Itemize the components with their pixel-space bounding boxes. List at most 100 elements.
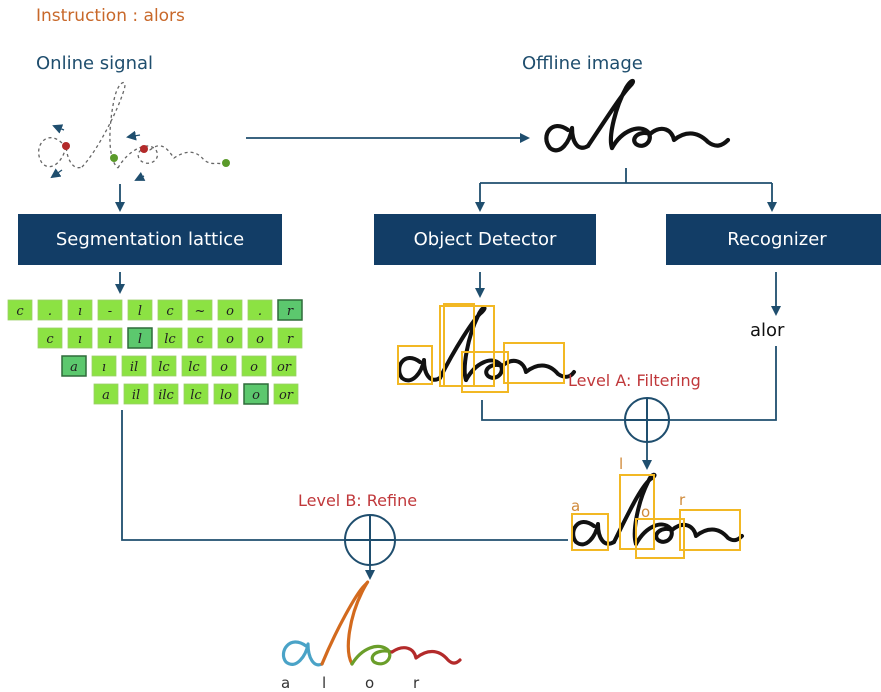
lattice-cell	[187, 299, 213, 321]
lattice-cell-glyph: .	[48, 304, 52, 319]
lattice-cell-glyph: r	[287, 304, 294, 319]
lattice-cell-glyph: ı	[78, 304, 82, 319]
plus-circle-icon	[624, 397, 670, 443]
lattice-cell	[181, 355, 207, 377]
detected-char-o: o	[641, 503, 651, 521]
output-char-o: o	[365, 674, 375, 692]
lattice-cell	[61, 355, 87, 377]
lattice-cell	[217, 299, 243, 321]
lattice-cell-glyph: .	[258, 304, 262, 319]
lattice-cell	[127, 299, 153, 321]
lattice-cell	[247, 327, 273, 349]
lattice-cell	[157, 299, 183, 321]
online-signal-points	[62, 142, 230, 167]
lattice-cell	[97, 327, 123, 349]
lattice-cell-glyph: c	[46, 332, 54, 347]
segmentation-lattice-box: Segmentation lattice	[18, 214, 282, 265]
lattice-cell	[123, 383, 149, 405]
lattice-cell-glyph: l	[138, 304, 142, 319]
lattice-cell	[91, 355, 117, 377]
lattice-cell-glyph: c	[196, 332, 204, 347]
recognizer-box: Recognizer	[666, 214, 881, 265]
lattice-cell	[247, 299, 273, 321]
lattice-cell	[213, 383, 239, 405]
lattice-cell-glyph: il	[132, 388, 140, 403]
lattice-cell	[127, 327, 153, 349]
lattice-cell	[67, 327, 93, 349]
filtered-bounding-boxes	[571, 474, 741, 559]
lattice-cell	[157, 327, 183, 349]
detected-char-l: l	[619, 455, 624, 473]
recognizer-label: Recognizer	[727, 229, 827, 250]
online-signal-heading: Online signal	[36, 53, 154, 74]
lattice-cell	[153, 383, 179, 405]
detected-char-r: r	[679, 491, 686, 509]
lattice-cell	[241, 355, 267, 377]
lattice-cell	[211, 355, 237, 377]
lattice-cell-glyph: l	[138, 332, 142, 347]
lattice-cell	[217, 327, 243, 349]
lattice-cell-glyph: ı	[102, 360, 106, 375]
lattice-cell-glyph: o	[250, 360, 258, 375]
lattice-cell	[97, 299, 123, 321]
lattice-cell-glyph: lc	[190, 388, 202, 403]
output-char-r: r	[413, 674, 420, 692]
output-char-l: l	[322, 674, 327, 692]
lattice-cell-glyph: c	[16, 304, 24, 319]
lattice-cell-glyph: ilc	[158, 388, 174, 403]
lattice-cell-glyph: lc	[188, 360, 200, 375]
lattice-cell-glyph: o	[220, 360, 228, 375]
lattice-cell	[183, 383, 209, 405]
instruction-text: Instruction : alors	[36, 6, 185, 26]
online-signal-trace	[38, 81, 223, 169]
lattice-cell-glyph: il	[130, 360, 138, 375]
lattice-cell-glyph: o	[226, 304, 234, 319]
lattice-cell	[37, 327, 63, 349]
final-output-strokes	[281, 580, 462, 667]
lattice-cell-glyph: o	[252, 388, 260, 403]
lattice-cell-glyph: lc	[158, 360, 170, 375]
object-detector-box: Object Detector	[374, 214, 596, 265]
lattice-cell	[151, 355, 177, 377]
lattice-cell	[93, 383, 119, 405]
detected-char-a: a	[571, 497, 581, 515]
lattice-cell-glyph: r	[287, 332, 294, 347]
lattice-cell	[277, 327, 303, 349]
connector-arrows	[115, 133, 781, 580]
detector-bounding-boxes	[397, 303, 565, 393]
online-signal-direction-arrows	[50, 124, 146, 181]
lattice-cell	[187, 327, 213, 349]
lattice-cell	[273, 383, 299, 405]
lattice-cell	[271, 355, 297, 377]
recognizer-output-text: alor	[750, 320, 785, 341]
segmentation-lattice-label: Segmentation lattice	[55, 229, 245, 250]
lattice-cell-glyph: a	[70, 360, 78, 375]
lattice-cell-glyph: c	[166, 304, 174, 319]
offline-image-heading: Offline image	[522, 53, 643, 74]
lattice-cell-glyph: or	[279, 388, 294, 403]
plus-circle-icon	[344, 514, 396, 566]
level-b-label: Level B: Refine	[298, 491, 418, 510]
object-detector-label: Object Detector	[413, 229, 557, 250]
lattice-cell-glyph: lc	[164, 332, 176, 347]
lattice-cell-glyph: o	[226, 332, 234, 347]
lattice-cell-glyph: ~	[195, 304, 206, 319]
lattice-cell	[37, 299, 63, 321]
lattice-cell-glyph: a	[102, 388, 110, 403]
lattice-cell-glyph: ı	[108, 332, 112, 347]
lattice-cell-glyph: ı	[78, 332, 82, 347]
lattice-cell	[121, 355, 147, 377]
lattice-cell-glyph: o	[256, 332, 264, 347]
lattice-cell	[7, 299, 33, 321]
lattice-cell	[67, 299, 93, 321]
lattice-cell	[243, 383, 269, 405]
lattice-cell	[277, 299, 303, 321]
lattice-cell-glyph: -	[108, 304, 112, 319]
level-a-label: Level A: Filtering	[568, 371, 701, 390]
lattice-cell-glyph: or	[277, 360, 292, 375]
output-char-a: a	[281, 674, 291, 692]
offline-word-image	[544, 78, 731, 153]
lattice-cell-glyph: lo	[220, 388, 232, 403]
